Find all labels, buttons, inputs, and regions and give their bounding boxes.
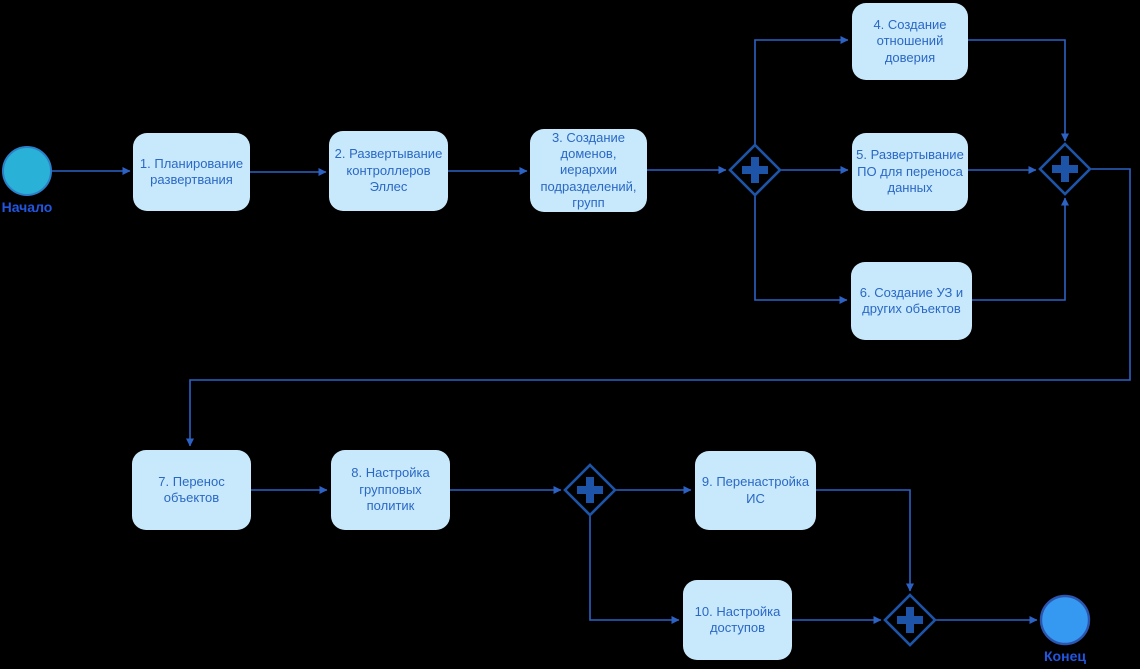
end-event[interactable] — [1039, 594, 1091, 646]
task-7[interactable]: 7. Перенос объектов — [132, 450, 251, 530]
task-3[interactable]: 3. Создание доменов, иерархии подразделе… — [530, 129, 647, 212]
plus-icon — [1052, 156, 1078, 182]
task-4-label: 4. Создание отношений доверия — [873, 16, 947, 65]
edge-task6-to-gateway2 — [972, 197, 1069, 301]
task-4[interactable]: 4. Создание отношений доверия — [852, 3, 968, 80]
task-8-label: 8. Настройка групповых политик — [351, 465, 430, 514]
parallel-gateway-1[interactable] — [728, 143, 782, 197]
start-event-label: Начало — [1, 199, 53, 215]
edge-gateway1-to-task6 — [754, 195, 848, 304]
parallel-gateway-2[interactable] — [1038, 142, 1092, 196]
task-9[interactable]: 9. Перенастройка ИС — [695, 451, 816, 530]
edge-gateway3-to-task10 — [589, 515, 680, 624]
start-event[interactable] — [2, 146, 52, 196]
plus-icon — [577, 477, 603, 503]
edge-task4-to-gateway2 — [968, 39, 1069, 142]
task-5[interactable]: 5. Развертывание ПО для переноса данных — [852, 133, 968, 211]
task-2[interactable]: 2. Развертывание контроллеров Эллес — [329, 131, 448, 211]
task-1-label: 1. Планирование развертвания — [139, 155, 244, 187]
task-3-label: 3. Создание доменов, иерархии подразделе… — [540, 129, 637, 211]
task-10[interactable]: 10. Настройка доступов — [683, 580, 792, 660]
task-1[interactable]: 1. Планирование развертвания — [133, 133, 250, 211]
task-10-label: 10. Настройка доступов — [694, 603, 781, 635]
task-6[interactable]: 6. Создание УЗ и других объектов — [851, 262, 972, 340]
task-7-label: 7. Перенос объектов — [158, 473, 225, 505]
edge-task9-to-gateway4 — [816, 489, 914, 592]
plus-icon — [897, 607, 923, 633]
task-5-label: 5. Развертывание ПО для переноса данных — [856, 147, 964, 196]
task-2-label: 2. Развертывание контроллеров Эллес — [334, 146, 443, 195]
edge-gateway1-to-task4 — [754, 36, 849, 145]
plus-icon — [742, 157, 768, 183]
task-9-label: 9. Перенастройка ИС — [701, 474, 810, 506]
task-8[interactable]: 8. Настройка групповых политик — [331, 450, 450, 530]
parallel-gateway-3[interactable] — [563, 463, 617, 517]
edge-gateway2-to-task7 — [186, 168, 1131, 447]
parallel-gateway-4[interactable] — [883, 593, 937, 647]
end-event-label: Конец — [1044, 648, 1086, 664]
task-6-label: 6. Создание УЗ и других объектов — [859, 284, 964, 316]
